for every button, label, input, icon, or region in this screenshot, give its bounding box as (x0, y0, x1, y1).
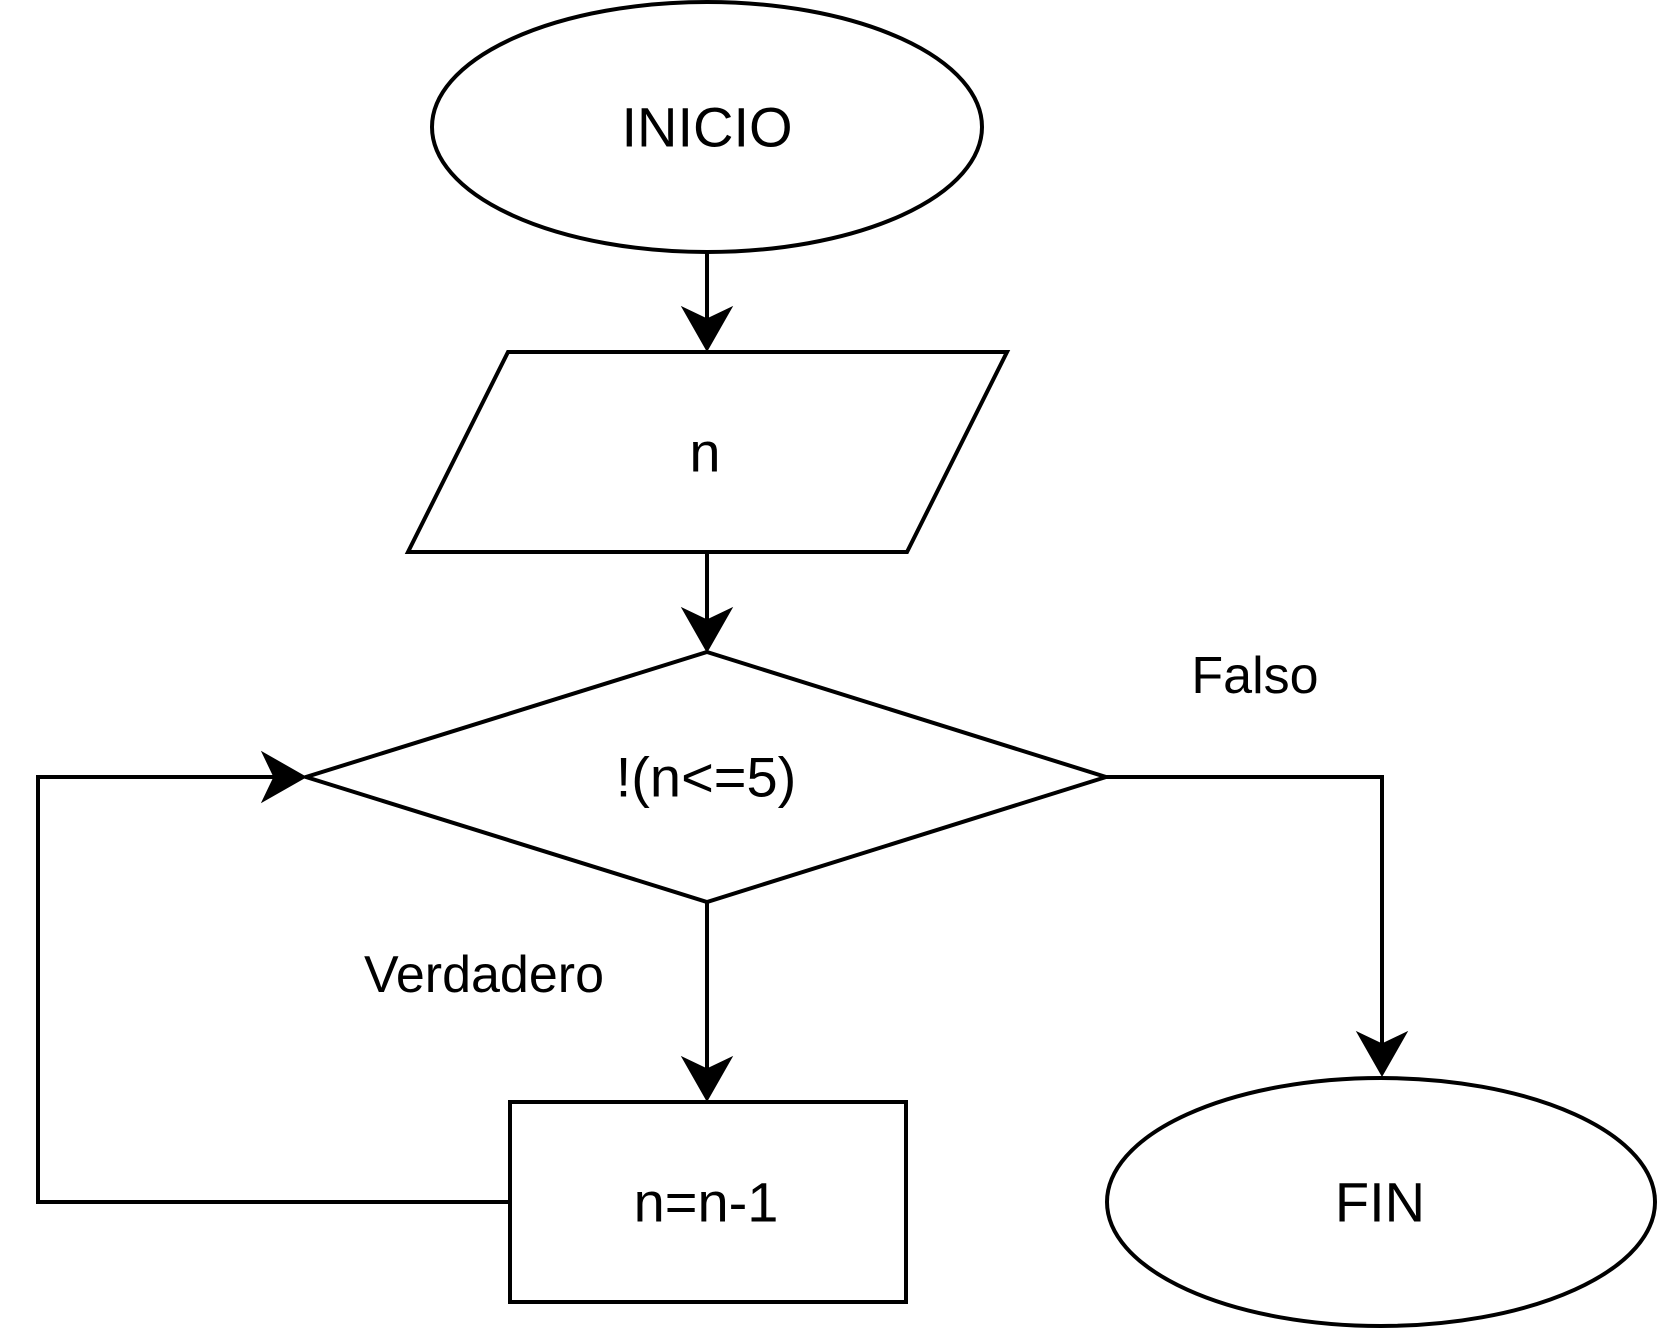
start-label: INICIO (621, 96, 792, 159)
decision-diamond-shape (299, 649, 1113, 905)
false-branch-label: Falso (1191, 647, 1318, 705)
connectors (36, 252, 1409, 1204)
edge-process-loop-back (36, 775, 510, 1204)
decision-label: !(n<=5) (616, 746, 797, 809)
end-label: FIN (1335, 1171, 1425, 1234)
edge-decision-to-process-arrowhead (680, 1055, 734, 1103)
start-terminator-shape (430, 0, 984, 254)
edge-decision-to-end-arrowhead (1355, 1030, 1409, 1078)
node-process: n=n-1 (508, 1100, 908, 1304)
edge-decision-to-end (1106, 775, 1384, 1046)
node-end: FIN (1105, 1076, 1657, 1328)
edge-input-to-decision-arrowhead (680, 606, 734, 654)
edge-process-loop-back-arrowhead (260, 750, 308, 804)
edge-start-to-input-arrowhead (680, 305, 734, 353)
node-decision: !(n<=5) (299, 649, 1113, 905)
process-label: n=n-1 (634, 1171, 779, 1234)
input-parallelogram-shape (404, 350, 1011, 554)
node-start: INICIO (430, 0, 984, 254)
input-label: n (689, 421, 720, 484)
end-terminator-shape (1105, 1076, 1657, 1328)
true-branch-label: Verdadero (364, 946, 604, 1004)
process-rectangle-shape (508, 1100, 908, 1304)
node-input: n (404, 350, 1011, 554)
